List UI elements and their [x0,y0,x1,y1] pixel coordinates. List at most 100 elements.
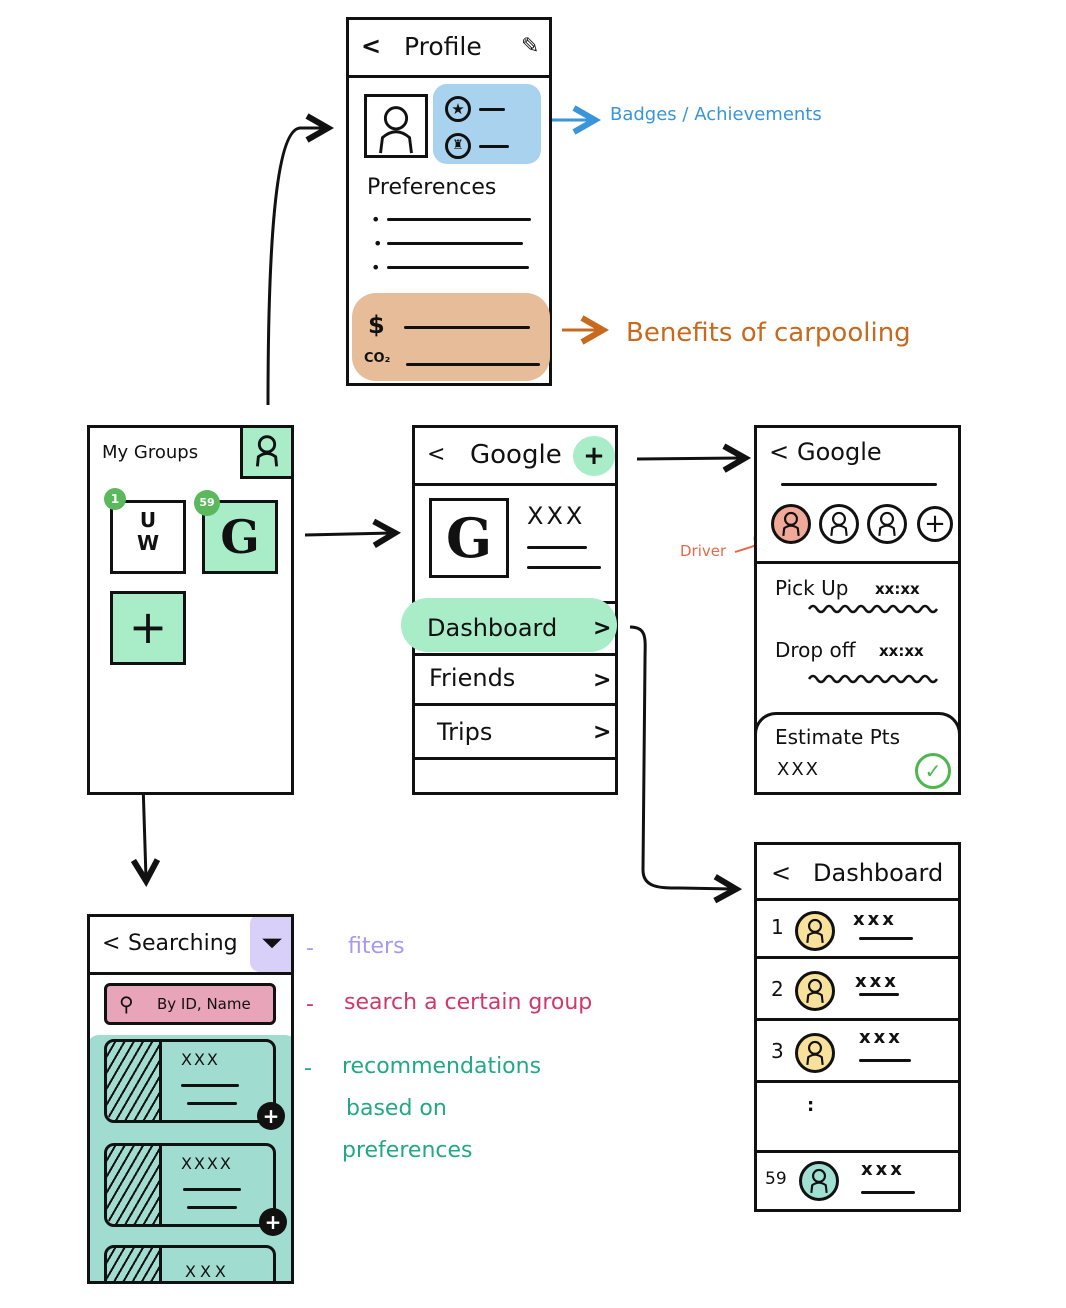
person-icon [255,435,279,467]
menu-item-trips[interactable]: Trips > [415,706,615,760]
menu-item-label: Friends [429,664,516,692]
passenger-avatar[interactable] [867,504,907,544]
filters-annotation: fiters [348,934,405,959]
group-info: G XXX [415,486,615,604]
back-button[interactable]: < [102,931,121,956]
arrow-groups-to-profile [266,128,325,406]
chevron-right-icon: > [593,616,612,641]
badges-annotation: Badges / Achievements [610,104,822,125]
header-underline [781,483,937,486]
add-group-button[interactable]: + [110,591,186,665]
back-button[interactable]: < [771,859,792,887]
menu-item-friends[interactable]: Friends > [415,656,615,706]
person-icon [806,918,824,944]
group-logo: G [429,498,509,578]
trophy-badge-icon[interactable]: ♜ [445,133,471,159]
pickup-label: Pick Up [775,576,849,600]
menu-item-dashboard[interactable]: Dashboard > [401,598,617,656]
avatar [795,911,835,951]
menu-item-label: Trips [437,718,493,746]
recommendations-annotation: based on [346,1096,447,1121]
leaderboard-row-self[interactable]: 59 xxx [757,1153,958,1209]
person-icon [878,511,896,537]
badge-line [479,108,505,111]
back-button[interactable]: < [769,438,790,466]
confirm-check-button[interactable]: ✓ [915,753,951,789]
annotation-dash: - [306,936,314,961]
benefits-panel: $ CO₂ [352,293,550,381]
group-name: XXXX [181,1154,233,1173]
avatar[interactable] [364,94,428,158]
dropoff-label: Drop off [775,638,856,662]
join-group-button[interactable]: + [257,1102,285,1130]
group-detail-line [527,546,587,549]
filter-icon: ⏷ [262,929,282,957]
estimate-value: XXX [777,759,820,780]
avatar [795,971,835,1011]
plus-icon: + [262,1104,280,1128]
search-input[interactable]: ⚲ By ID, Name [104,983,276,1025]
member-detail-line [859,937,913,940]
avatar [799,1161,839,1201]
member-name: xxx [855,971,899,992]
group-name: XXX [181,1050,220,1069]
add-button[interactable]: + [573,436,615,476]
plus-icon: + [128,600,168,654]
profile-button[interactable] [240,425,294,479]
passenger-avatar[interactable] [819,504,859,544]
rank: 59 [765,1169,787,1189]
check-icon: ✓ [924,759,942,783]
chevron-right-icon: > [593,720,612,745]
back-button[interactable]: < [427,442,446,467]
my-groups-screen: My Groups U W 1 G 59 + [87,425,294,795]
recommended-group-card[interactable]: XXX [104,1245,276,1281]
dashboard-header: < Dashboard [757,845,958,901]
group-detail-line [183,1188,241,1191]
badge-line [479,145,509,148]
group-name: XXX [185,1262,230,1281]
ellipsis: : [807,1095,815,1116]
annotation-dash: - [306,992,314,1017]
member-name: xxx [861,1159,905,1180]
search-icon: ⚲ [119,992,134,1016]
person-icon [782,511,800,537]
searching-screen: < Searching ⏷ ⚲ By ID, Name XXX + XXXX +… [87,914,294,1284]
driver-avatar[interactable] [771,504,811,544]
estimate-card: Estimate Pts XXX ✓ [754,712,961,795]
group-detail-line [187,1102,237,1105]
filter-button[interactable]: ⏷ [250,917,291,972]
leaderboard-row[interactable]: 1 xxx [757,901,958,959]
co2-value-line [406,363,540,366]
page-title: Dashboard [813,859,944,887]
leaderboard-row[interactable]: 2 xxx [757,959,958,1021]
profile-header: < Profile ✎ [349,20,549,78]
driver-annotation: Driver [680,542,727,560]
group-image-placeholder [107,1248,162,1281]
recommended-group-card[interactable]: XXXX + [104,1143,287,1236]
page-title: Searching [128,931,238,956]
notification-badge: 59 [194,490,220,516]
page-title: Google [797,438,882,466]
leaderboard-gap: : [757,1083,958,1153]
join-group-button[interactable]: + [259,1208,287,1236]
member-name: xxx [859,1027,903,1048]
dropoff-time: xx:xx [879,642,924,660]
group-tile-uw[interactable]: U W [110,500,186,574]
pencil-icon[interactable]: ✎ [521,34,540,59]
person-icon [810,1168,828,1194]
recommended-group-card[interactable]: XXX + [104,1039,285,1130]
money-value-line [404,326,530,329]
money-label: $ [368,311,385,339]
annotation-dash: - [304,1056,312,1081]
leaderboard-row[interactable]: 3 xxx [757,1021,958,1083]
group-detail-line [187,1206,237,1209]
star-badge-icon[interactable]: ★ [445,96,471,122]
menu-item-label: Dashboard [427,614,558,642]
member-detail-line [861,1191,915,1194]
arrow-groups-to-group [304,533,392,535]
page-title: My Groups [102,442,199,463]
co2-label: CO₂ [364,351,391,366]
add-member-button[interactable]: + [917,506,953,542]
benefits-annotation: Benefits of carpooling [626,318,911,348]
back-button[interactable]: < [361,32,382,60]
